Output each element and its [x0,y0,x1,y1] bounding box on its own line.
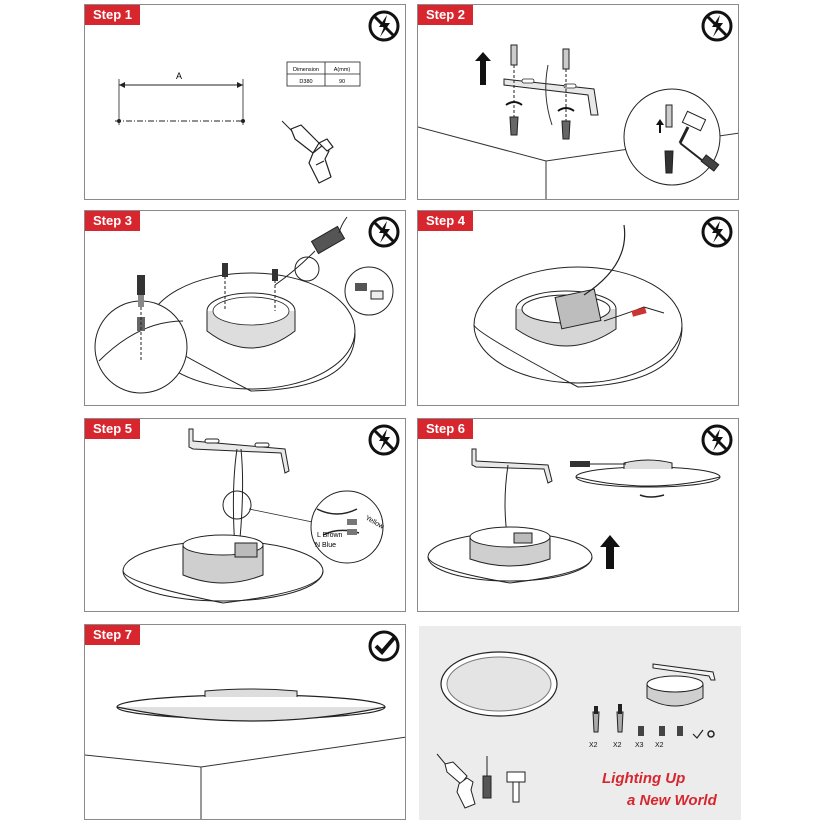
step-6-panel: Step 6 [417,418,739,612]
accessories-panel: X2 X2 X3 X2 Lighting Up a New World [419,626,741,820]
screwdriver-icon [679,142,720,172]
led-panel-icon [440,651,558,717]
up-arrow-icon [600,535,620,569]
power-off-warning-icon [368,216,400,248]
step-5-panel: Step 5 Yellow L Brown N Blue [84,418,406,612]
power-off-warning-icon [701,424,733,456]
screw-icon [510,44,570,70]
step-6-drawing [427,448,721,584]
step-3-drawing [94,216,394,394]
up-arrow-icon [475,52,491,85]
step-2-panel: Step 2 [417,4,739,200]
step-4-drawing [473,224,683,388]
qty-label: X2 [655,742,664,749]
power-off-warning-icon [701,10,733,42]
dimension-a-label: A [176,71,182,81]
step-1-drawing: A Dimension A(mm) D380 90 [115,61,361,184]
step-5-drawing: Yellow L Brown N Blue [122,428,386,604]
power-off-warning-icon [368,424,400,456]
hammer-icon [678,110,707,144]
table-cell-90: 90 [339,79,345,85]
step-1-label: Step 1 [85,5,141,25]
anchor-icon [616,704,624,733]
table-header-dimension: Dimension [293,67,319,73]
step-7-drawing [85,688,405,819]
hammer-icon [506,771,526,803]
qty-label: X2 [613,742,622,749]
power-off-warning-icon [368,10,400,42]
slogan-line-1: Lighting Up [602,770,686,787]
drill-icon [281,120,334,184]
step-6-label: Step 6 [418,419,474,439]
wire-l-label: L Brown [317,532,343,539]
checkmark-icon [368,630,400,662]
ring-icon [646,675,704,707]
step-4-panel: Step 4 [417,210,739,406]
wire-n-label: N Blue [315,542,336,549]
accessories-drawing [436,651,716,809]
power-off-warning-icon [701,216,733,248]
step-3-panel: Step 3 [84,210,406,406]
step-1-panel: Step 1 A Dimension A(mm) D380 90 [84,4,406,200]
step-5-label: Step 5 [85,419,141,439]
step-2-drawing [418,44,738,199]
anchor-icon [592,706,600,733]
slogan-line-2: a New World [627,792,717,809]
screw-icon [638,726,683,736]
table-header-amm: A(mm) [334,67,351,73]
qty-label: X2 [589,742,598,749]
step-2-label: Step 2 [418,5,474,25]
screwdriver-icon [482,756,492,799]
drill-icon [436,753,476,809]
step-7-panel: Step 7 [84,624,406,820]
bracket-icon [652,663,716,681]
qty-label: X3 [635,742,644,749]
table-cell-d380: D380 [299,79,312,85]
step-4-label: Step 4 [418,211,474,231]
step-7-label: Step 7 [85,625,141,645]
step-3-label: Step 3 [85,211,141,231]
